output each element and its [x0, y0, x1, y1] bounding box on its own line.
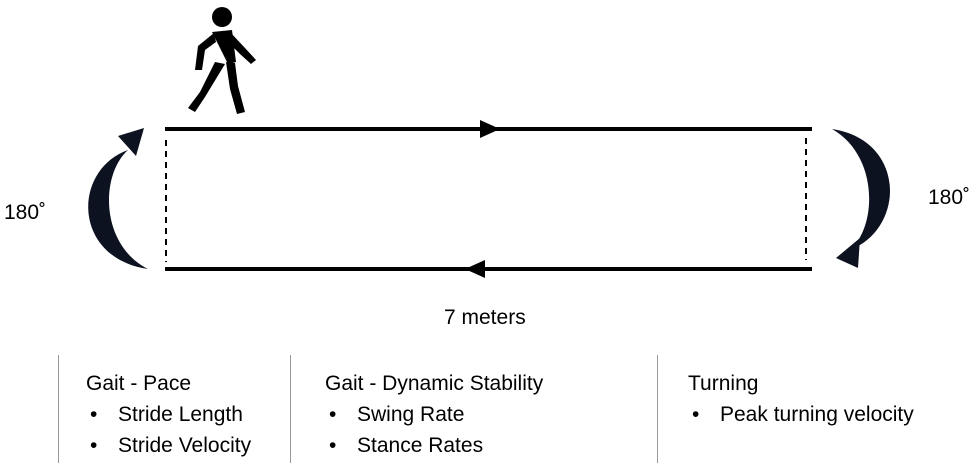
turning-column: Turning Peak turning velocity — [688, 368, 914, 430]
distance-label: 7 meters — [444, 306, 526, 329]
list-item: Stride Velocity — [86, 430, 251, 461]
walkway-diagram — [88, 7, 890, 278]
turning-heading: Turning — [688, 372, 759, 395]
left-turn-angle-label: 180˚ — [4, 201, 47, 224]
gait-pace-heading: Gait - Pace — [86, 372, 192, 395]
list-item: Stride Length — [86, 399, 251, 430]
turning-list: Peak turning velocity — [688, 399, 914, 430]
gait-pace-column: Gait - Pace Stride Length Stride Velocit… — [86, 368, 251, 461]
walking-person-icon — [188, 7, 256, 114]
right-direction-arrow — [480, 120, 500, 138]
left-direction-arrow — [465, 260, 485, 278]
gait-stability-column: Gait - Dynamic Stability Swing Rate Stan… — [325, 368, 543, 461]
right-turn-arrow-icon — [832, 129, 890, 268]
separator-right — [657, 355, 658, 463]
gait-pace-list: Stride Length Stride Velocity — [86, 399, 251, 461]
list-item: Peak turning velocity — [688, 399, 914, 430]
list-item: Swing Rate — [325, 399, 543, 430]
separator-middle — [290, 355, 291, 463]
gait-stability-list: Swing Rate Stance Rates — [325, 399, 543, 461]
gait-stability-heading: Gait - Dynamic Stability — [325, 372, 544, 395]
separator-left — [58, 355, 59, 463]
list-item: Stance Rates — [325, 430, 543, 461]
right-turn-angle-label: 180˚ — [928, 186, 971, 209]
left-turn-arrow-icon — [88, 128, 148, 269]
